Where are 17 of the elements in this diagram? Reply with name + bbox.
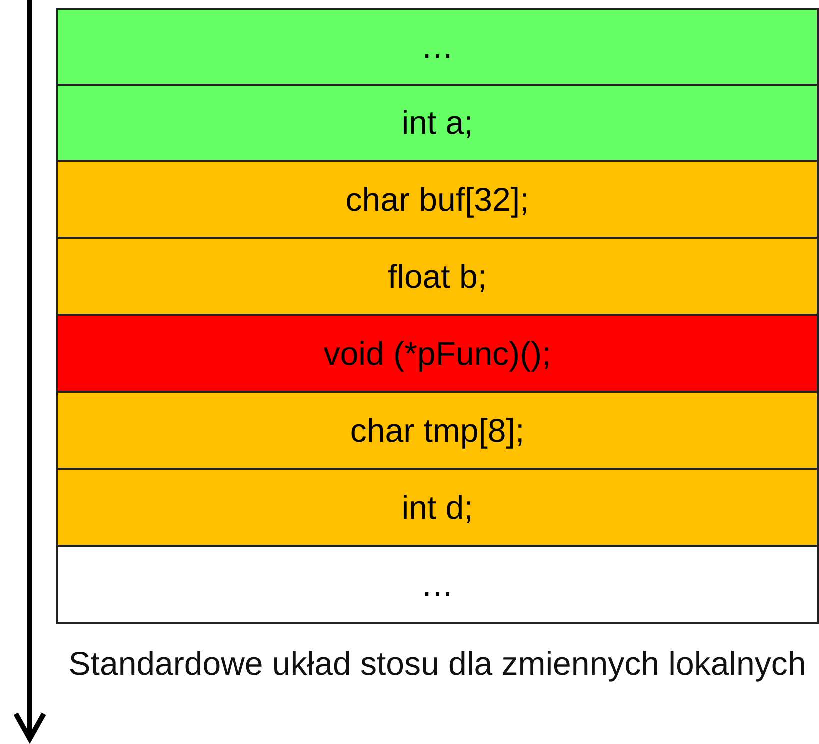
variable-declaration: float b; bbox=[388, 258, 488, 296]
variable-declaration: int d; bbox=[402, 488, 474, 526]
stack-slot bbox=[56, 391, 819, 470]
variable-declaration: … bbox=[421, 566, 454, 604]
stack-slot bbox=[56, 237, 819, 316]
caption: Standardowe układ stosu dla zmiennych lokalnych bbox=[68, 644, 808, 684]
variable-declaration: void (*pFunc)(); bbox=[324, 334, 552, 372]
variable-declaration: int a; bbox=[402, 104, 474, 142]
variable-declaration: … bbox=[421, 28, 454, 66]
stack-slot bbox=[56, 84, 819, 162]
stack-slot bbox=[56, 468, 819, 547]
stack-slot bbox=[56, 160, 819, 239]
stack-slot bbox=[56, 545, 819, 624]
variable-declaration: char tmp[8]; bbox=[350, 412, 525, 450]
stack-slot bbox=[56, 314, 819, 393]
variable-declaration: char buf[32]; bbox=[346, 180, 530, 218]
stack-slot bbox=[56, 8, 819, 86]
